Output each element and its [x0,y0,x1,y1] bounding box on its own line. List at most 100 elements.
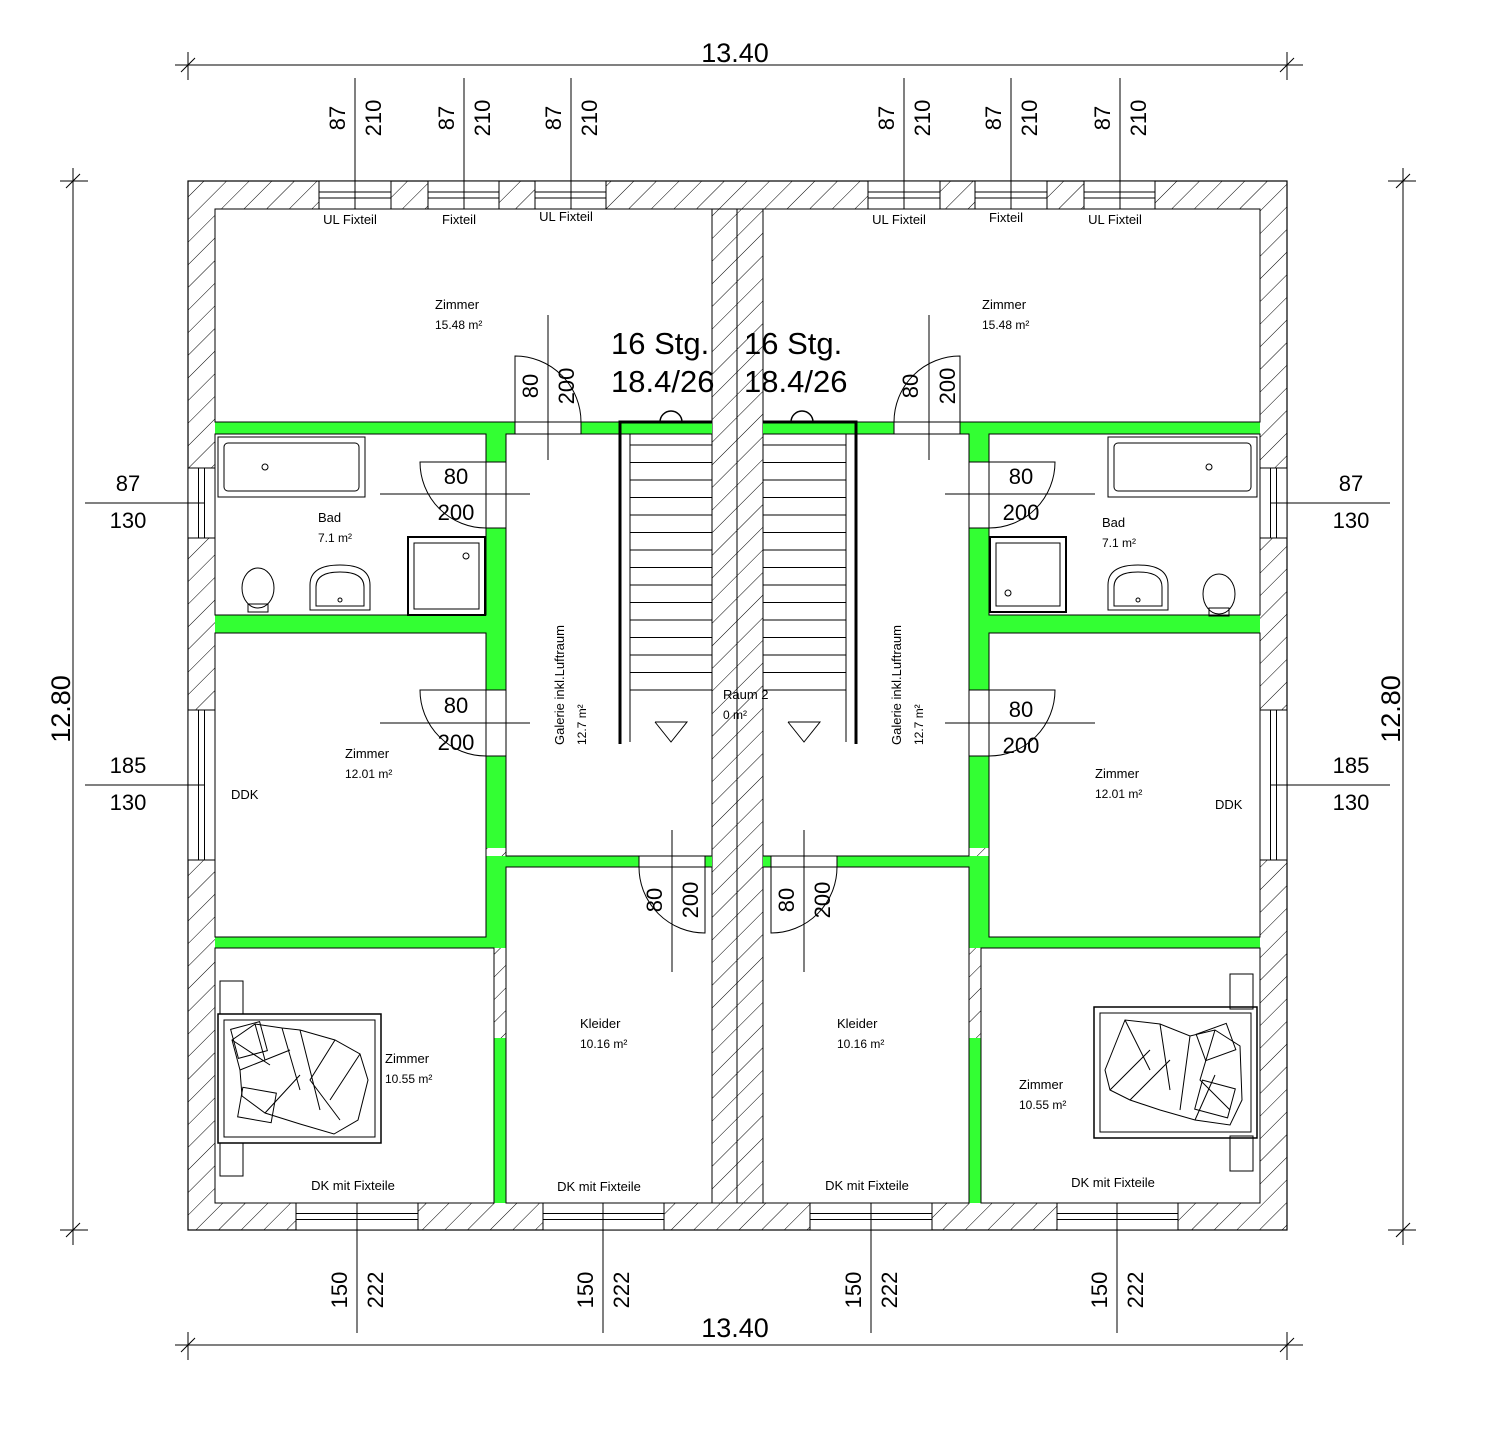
room-name: Zimmer [435,297,480,312]
window-dim-b: 210 [1126,100,1151,137]
window-label: UL Fixteil [539,209,593,224]
overall-depth-right: 12.80 [1376,675,1406,743]
window-dim-b: 210 [470,100,495,137]
door-dim-w: 80 [1009,464,1033,489]
ddk-label: DDK [231,787,259,802]
window-dim-b: 222 [877,1272,902,1309]
overall-depth-left: 12.80 [46,675,76,743]
staircase-left [618,410,712,744]
bed-left [217,980,382,1177]
door-swing [770,866,838,934]
rooms-left [214,208,713,1204]
window-dim-a: 87 [1339,471,1363,496]
window-label: UL Fixteil [872,212,926,227]
room-area: 15.48 m² [982,318,1029,332]
door-swing [988,689,1056,757]
room-name: Galerie inkl.Luftraum [889,625,904,745]
stair-start-mark [659,410,683,423]
window-dim-b: 130 [110,508,147,533]
door-dim-h: 200 [554,368,579,405]
room-area: 10.16 m² [837,1037,884,1051]
room-area: 10.16 m² [580,1037,627,1051]
room-area: 10.55 m² [1019,1098,1066,1112]
door-dim-w: 80 [1009,697,1033,722]
window-dim-a: 87 [325,106,350,130]
room-area: 7.1 m² [318,531,352,545]
ddk-label: DDK [1215,797,1243,812]
door-dim-w: 80 [642,888,667,912]
window-label: UL Fixteil [1088,212,1142,227]
rooms-right [762,208,1261,1204]
stair-steps-label: 16 Stg. [744,326,842,361]
window-label: Fixteil [442,212,476,227]
window-dim-a: 185 [110,753,147,778]
room-name: Kleider [837,1016,878,1031]
door-swing [419,689,487,757]
stair-ratio-label: 18.4/26 [611,364,714,399]
window-dim-a: 150 [327,1272,352,1309]
window-dim-b: 222 [363,1272,388,1309]
door-opening [968,461,990,529]
room-labels-left: Zimmer 15.48 m² Bad 7.1 m² Zimmer 12.01 … [231,297,627,1086]
door-dim-w: 80 [898,374,923,398]
door-opening [485,461,507,529]
door-dim-h: 200 [935,368,960,405]
room-area: 15.48 m² [435,318,482,332]
window-dim-a: 87 [1090,106,1115,130]
window-dim-a: 87 [541,106,566,130]
bathroom-fixtures-right [989,436,1258,617]
window-dim-b: 130 [1333,508,1370,533]
door-swing [893,355,961,423]
window-dim-b: 130 [110,790,147,815]
door-dim-h: 200 [810,882,835,919]
stair-steps-label: 16 Stg. [611,326,709,361]
door-dim-w: 80 [444,693,468,718]
door-swing [419,461,487,529]
window-dim-a: 87 [116,471,140,496]
stair-arrow [654,721,689,743]
window-dim-a: 150 [573,1272,598,1309]
window-label: DK mit Fixteile [311,1178,395,1193]
door-swing [638,866,706,934]
window-dim-a: 150 [841,1272,866,1309]
overall-width-bottom: 13.40 [701,1313,769,1343]
room-name: Bad [318,510,341,525]
window-dim-b: 130 [1333,790,1370,815]
room-name: Raum 2 [723,687,769,702]
door-dim-h: 200 [1003,500,1040,525]
window-dim-a: 87 [434,106,459,130]
window-dim-a: 185 [1333,753,1370,778]
room-name: Galerie inkl.Luftraum [552,625,567,745]
interior-walls-right [763,422,1260,1203]
stair-outline [763,420,858,744]
room-area: 12.01 m² [345,767,392,781]
window-label: DK mit Fixteile [1071,1175,1155,1190]
room-name: Zimmer [1019,1077,1064,1092]
window-dim-b: 222 [1123,1272,1148,1309]
door-swing [514,355,582,423]
door-dim-w: 80 [774,888,799,912]
overall-dimensions: 13.40 13.40 12.80 12.80 [46,38,1416,1360]
door-dim-h: 200 [438,500,475,525]
window-label: Fixteil [989,210,1023,225]
door-dim-h: 200 [678,882,703,919]
window-dim-b: 210 [910,100,935,137]
room-name: Zimmer [385,1051,430,1066]
stair-start-mark [790,410,814,423]
staircase-right [763,410,858,744]
window-label: UL Fixteil [323,212,377,227]
window-dim-a: 150 [1087,1272,1112,1309]
door-dim-h: 200 [1003,733,1040,758]
room-area: 12.7 m² [575,704,589,745]
window-label: DK mit Fixteile [557,1179,641,1194]
door-dim-w: 80 [444,464,468,489]
room-area: 0 m² [723,708,747,722]
room-area: 10.55 m² [385,1072,432,1086]
room-name: Zimmer [345,746,390,761]
window-dim-b: 210 [361,100,386,137]
room-name: Zimmer [1095,766,1140,781]
window-dim-a: 87 [981,106,1006,130]
window-label: DK mit Fixteile [825,1178,909,1193]
